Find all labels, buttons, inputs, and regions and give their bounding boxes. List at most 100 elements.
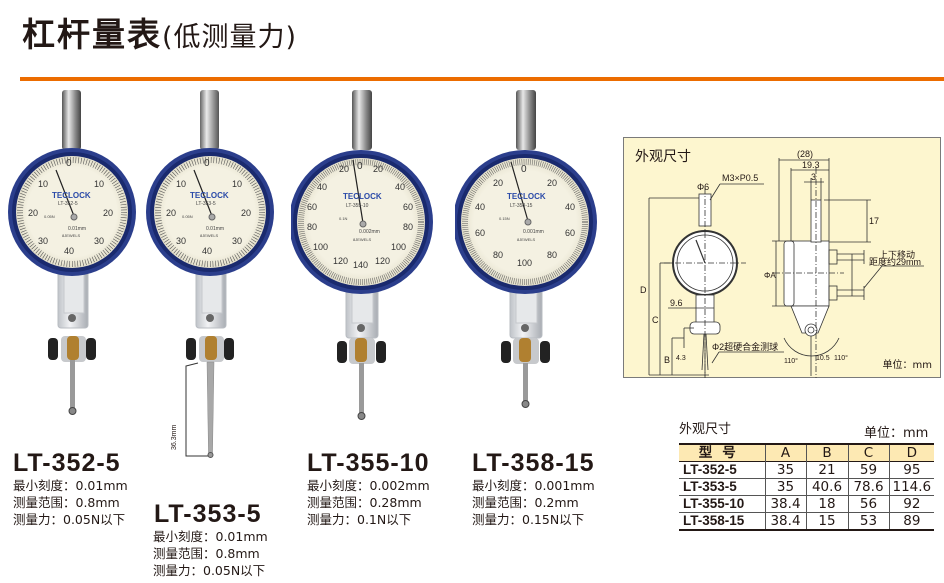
label-move-2: 距度约29mm	[869, 256, 921, 267]
label-10-5: 10.5	[816, 355, 830, 362]
dial-number: 0	[521, 164, 527, 175]
table-row: LT-355-10 38.4 18 56 92	[679, 495, 935, 513]
label-19-3: 19.3	[802, 160, 820, 170]
face-jewels: 8JEWELS	[353, 237, 372, 242]
label-4-3: 4.3	[676, 355, 686, 362]
dial-number: 30	[94, 236, 105, 246]
dial-number: 40	[317, 182, 328, 192]
gauge-image-lt-358-15	[455, 88, 605, 428]
cell-b: 15	[805, 512, 848, 530]
header-d: D	[888, 444, 935, 462]
face-model: LT-352-5	[58, 201, 78, 207]
model-name-lt-353-5: LT-353-5	[154, 500, 262, 528]
face-force: 0.05N	[182, 214, 193, 219]
table-row: LT-358-15 38.4 15 53 89	[679, 512, 935, 530]
model-name-lt-355-10: LT-355-10	[307, 449, 430, 477]
dial-number: 0	[204, 158, 210, 169]
label-b: B	[664, 355, 670, 365]
face-jewels: 8JEWELS	[517, 237, 536, 242]
spec-range: 测量范围：0.8mm	[13, 495, 120, 510]
dial-number: 30	[38, 236, 49, 246]
spec-force: 测量力：0.05N以下	[13, 512, 126, 527]
cell-a: 38.4	[764, 512, 806, 530]
face-resolution: 0.01mm	[206, 226, 225, 232]
dial-number: 10	[176, 179, 187, 189]
face-force: 0.1N	[339, 216, 348, 221]
dial-face-lt-353-5: 0 10 10 20 20 30 30 40 TECLOCK LT-353-5 …	[146, 88, 281, 268]
diagram-title: 外观尺寸	[635, 149, 691, 165]
dial-number: 40	[565, 202, 576, 212]
dial-number: 30	[232, 236, 243, 246]
label-angle-right: 110°	[834, 354, 848, 362]
spec-range: 测量范围：0.28mm	[307, 495, 422, 510]
dial-number: 40	[475, 202, 486, 212]
spec-force: 测量力：0.05N以下	[153, 563, 266, 578]
dimension-table: 型号 A B C D LT-352-5 35 21 59 95 LT-353-5…	[679, 443, 935, 531]
label-c: C	[652, 315, 659, 325]
face-model: LT-358-15	[510, 203, 533, 209]
dimension-drawing: Φ6 M3×P0.5 D C B 9.6 4.3 Φ2超硬合金测球 (28) 1…	[640, 149, 924, 378]
cell-model: LT-358-15	[683, 513, 745, 528]
gauge-image-lt-353-5	[146, 88, 281, 468]
cell-a: 35	[764, 478, 806, 496]
spec-resolution: 最小刻度：0.001mm	[472, 478, 595, 493]
header-a: A	[764, 444, 806, 462]
dial-number: 10	[38, 179, 49, 189]
cell-d: 114.6	[888, 478, 935, 496]
cell-a: 35	[764, 461, 806, 479]
dial-number: 30	[176, 236, 187, 246]
label-phia: ΦA	[764, 271, 776, 280]
dial-number: 60	[403, 202, 414, 212]
dial-number: 100	[391, 242, 407, 252]
header-b: B	[805, 444, 848, 462]
label-28: (28)	[797, 149, 813, 159]
label-angle-left: 110°	[784, 357, 798, 365]
cell-model: LT-355-10	[683, 496, 745, 511]
label-move-1: 上下移动	[879, 249, 915, 260]
cell-c: 59	[847, 461, 889, 479]
dial-number: 40	[202, 246, 213, 256]
dial-number: 10	[94, 179, 105, 189]
spec-list-lt-358-15: 最小刻度：0.001mm 测量范围：0.2mm 测量力：0.15N以下	[472, 477, 595, 528]
face-jewels: 8JEWELS	[62, 233, 81, 238]
table-caption: 外观尺寸	[679, 422, 732, 437]
dial-number: 20	[547, 178, 558, 188]
face-resolution: 0.001mm	[523, 229, 544, 235]
table-row: LT-353-5 35 40.6 78.6 114.6	[679, 478, 935, 496]
brand-logo: TECLOCK	[52, 191, 91, 200]
gauge-image-lt-352-5	[6, 88, 141, 428]
dial-number: 60	[475, 228, 486, 238]
dial-number: 0	[66, 158, 72, 169]
table-row: LT-352-5 35 21 59 95	[679, 461, 935, 479]
cell-b: 21	[805, 461, 848, 479]
brand-logo: TECLOCK	[507, 192, 546, 201]
dial-number: 20	[28, 208, 39, 218]
dial-number: 100	[517, 258, 533, 268]
spec-range: 测量范围：0.2mm	[472, 495, 579, 510]
dial-number: 120	[375, 256, 391, 266]
spec-list-lt-353-5: 最小刻度：0.01mm 测量范围：0.8mm 测量力：0.05N以下	[153, 528, 268, 579]
label-d: D	[640, 285, 647, 295]
page-title: 杠杆量表(低测量力)	[22, 12, 297, 61]
dial-number: 20	[339, 164, 350, 174]
dial-face-lt-352-5: 0 10 10 20 20 30 30 40 TECLOCK LT-352-5 …	[6, 88, 141, 268]
cell-model: LT-352-5	[683, 462, 737, 477]
diagram-unit: 单位：mm	[882, 360, 932, 371]
dimension-diagram: Φ6 M3×P0.5 D C B 9.6 4.3 Φ2超硬合金测球 (28) 1…	[623, 137, 941, 378]
model-name-lt-358-15: LT-358-15	[472, 449, 595, 477]
table-unit: 单位：mm	[864, 426, 929, 441]
dial-number: 80	[403, 222, 414, 232]
dial-number: 80	[493, 250, 504, 260]
title-divider	[20, 77, 944, 81]
header-c: C	[847, 444, 889, 462]
dial-number: 60	[307, 202, 318, 212]
label-ball: Φ2超硬合金测球	[712, 341, 778, 352]
spec-force: 测量力：0.1N以下	[307, 512, 412, 527]
spec-force: 测量力：0.15N以下	[472, 512, 585, 527]
cell-a: 38.4	[764, 495, 806, 513]
dial-number: 20	[373, 164, 384, 174]
label-9-6: 9.6	[670, 298, 683, 308]
dial-number: 20	[166, 208, 177, 218]
cell-c: 78.6	[847, 478, 889, 496]
dial-number: 140	[353, 260, 369, 270]
